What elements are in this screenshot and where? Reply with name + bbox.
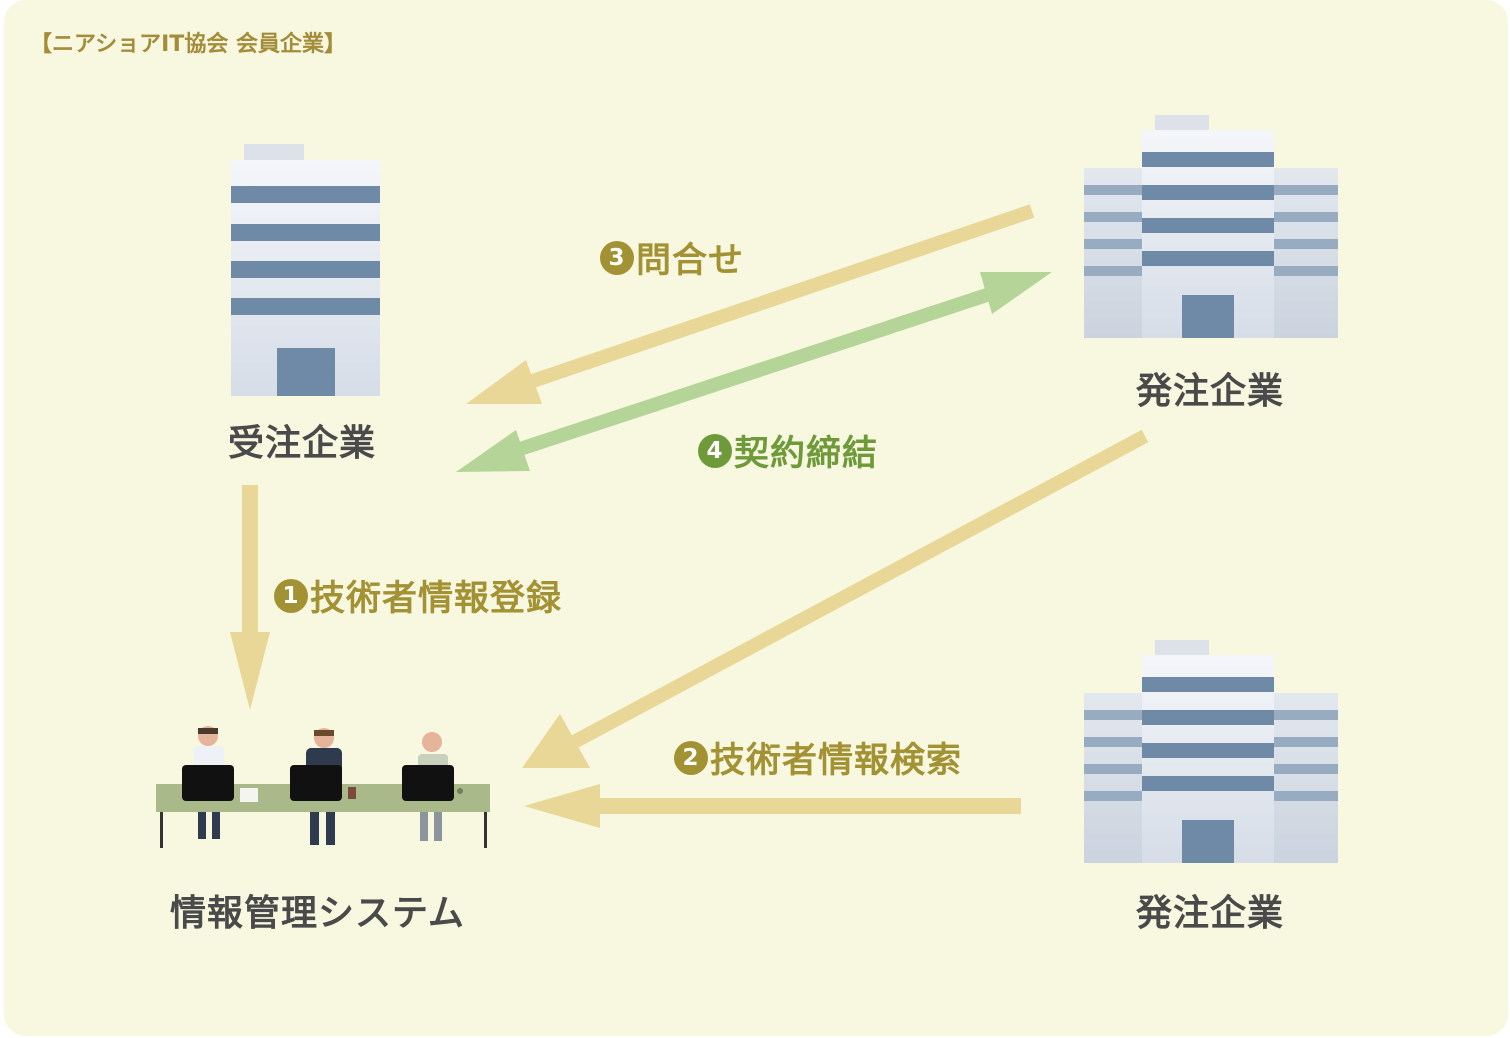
step-1: 1 技術者情報登録: [274, 570, 562, 621]
arrow-step-4: [456, 272, 1052, 472]
office-team-icon: [156, 726, 490, 848]
step-4-number-badge: 4: [698, 433, 732, 468]
step-4-label: 契約締結: [734, 434, 879, 474]
arrow-step-2-diagonal: [522, 429, 1149, 768]
client-top-label: 発注企業: [1136, 371, 1285, 412]
contractor-label: 受注企業: [228, 423, 377, 464]
step-2: 2 技術者情報検索: [674, 732, 962, 783]
step-1-number-badge: 1: [274, 578, 308, 613]
contractor-building-icon: [231, 144, 380, 396]
step-4: 4 契約締結: [698, 425, 878, 476]
client-bottom-building-icon: [1084, 640, 1338, 863]
arrow-step-2: [524, 784, 1021, 828]
arrow-step-1: [230, 485, 270, 710]
header-title: 【ニアショアIT協会 会員企業】: [30, 32, 346, 57]
step-2-number-badge: 2: [674, 740, 708, 775]
step-3-label: 問合せ: [636, 241, 745, 281]
client-bottom-label: 発注企業: [1136, 893, 1285, 934]
arrow-step-3: [466, 204, 1035, 404]
step-1-label: 技術者情報登録: [310, 579, 563, 619]
step-2-label: 技術者情報検索: [710, 741, 963, 781]
step-3: 3 問合せ: [600, 232, 744, 283]
diagram-canvas: 【ニアショアIT協会 会員企業】 受注企業 発注企業 発注企業 情報管理システム…: [4, 0, 1508, 1036]
client-top-building-icon: [1084, 115, 1338, 338]
diagram-graphics: [156, 115, 1338, 863]
system-label: 情報管理システム: [170, 893, 465, 934]
step-3-number-badge: 3: [600, 240, 634, 275]
